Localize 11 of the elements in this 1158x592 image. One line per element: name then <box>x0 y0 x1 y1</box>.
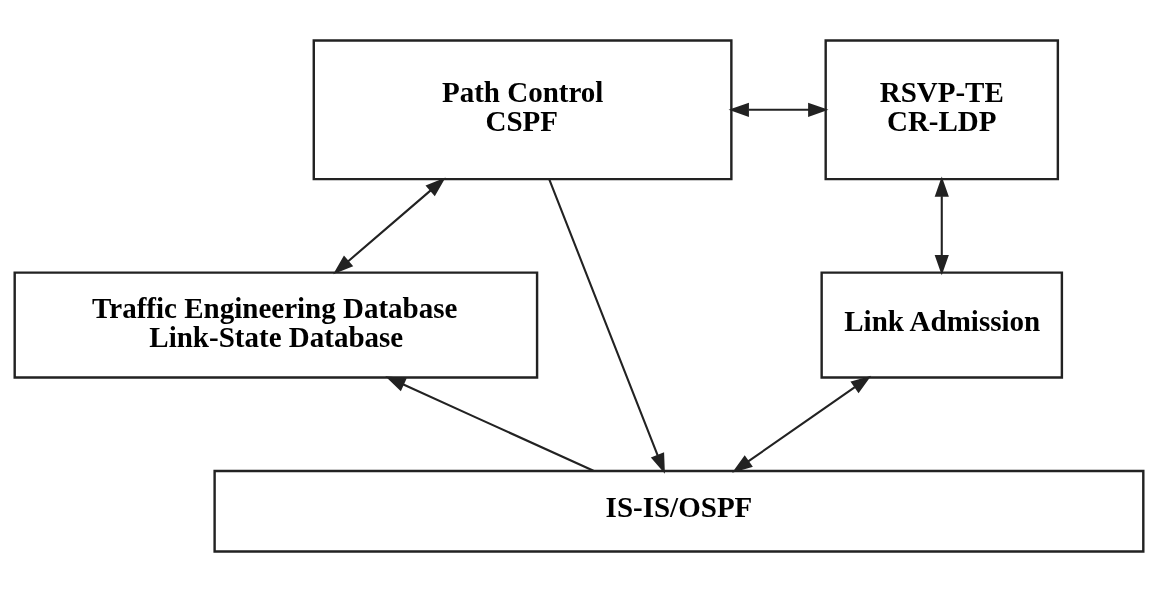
arrow <box>732 375 872 473</box>
node-box: RSVP-TE CR-LDP <box>824 39 1060 181</box>
arrow <box>934 176 949 276</box>
arrow <box>333 177 446 275</box>
node-box: Path Control CSPF <box>312 39 733 181</box>
arrow <box>385 376 594 472</box>
node-box: IS-IS/OSPF <box>213 469 1145 553</box>
arrow <box>728 102 829 117</box>
arrow <box>548 179 665 474</box>
node-box: Link Admission <box>820 271 1064 379</box>
node-box: Traffic Engineering Database Link-State Database <box>13 271 539 379</box>
